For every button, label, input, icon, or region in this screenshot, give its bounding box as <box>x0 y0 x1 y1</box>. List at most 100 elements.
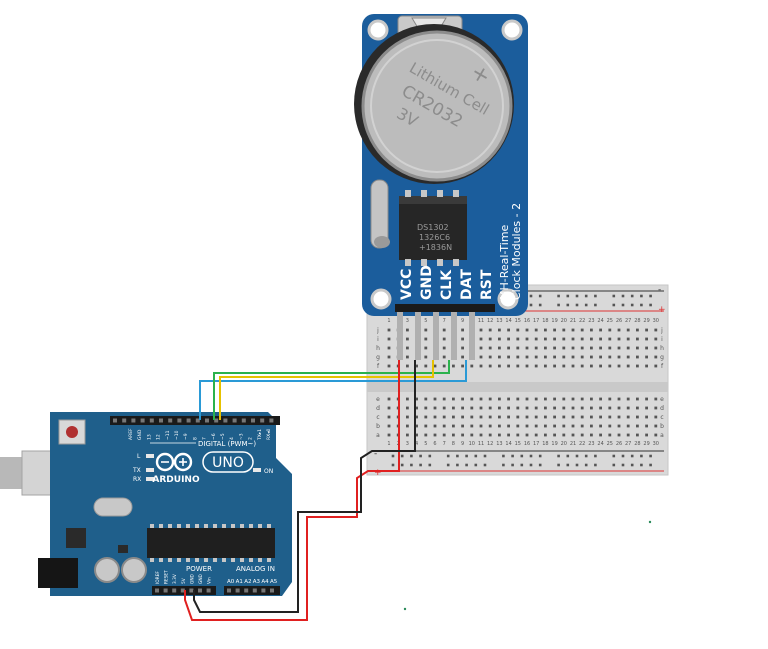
breadboard-row-label: j <box>660 327 663 334</box>
breadboard-column-label: 4 <box>415 441 418 447</box>
breadboard-column-label: 8 <box>452 441 455 447</box>
dip-chip-icon: DS1302 1326C6 +1836N <box>399 190 467 266</box>
digital-pin-label: 7 <box>202 437 208 440</box>
breadboard-column-label: 25 <box>607 318 613 324</box>
analog-pin-label: A1 <box>236 579 243 585</box>
breadboard-column-label: 19 <box>551 441 557 447</box>
chip-line3: +1836N <box>419 243 452 252</box>
breadboard-column-label: 1 <box>387 318 390 324</box>
breadboard-column-label: 24 <box>597 441 603 447</box>
breadboard-column-label: 26 <box>616 318 622 324</box>
breadboard-row-label: i <box>377 336 379 343</box>
breadboard-column-label: 9 <box>461 441 464 447</box>
breadboard-column-label: 5 <box>424 318 427 324</box>
digital-pin-label: ~6 <box>211 433 217 440</box>
breadboard-column-label: 3 <box>406 318 409 324</box>
breadboard-column-label: 23 <box>588 441 594 447</box>
breadboard-column-label: 29 <box>643 441 649 447</box>
breadboard-row-label: c <box>376 414 379 421</box>
rail-minus-label-bottom: - <box>374 449 377 459</box>
digital-pin-label: ~5 <box>220 433 226 440</box>
led-tx-label: TX <box>132 467 141 474</box>
breadboard-column-label: 3 <box>406 441 409 447</box>
digital-pin-label: RX◂0 <box>266 429 272 440</box>
breadboard-column-label: 27 <box>625 441 631 447</box>
breadboard-column-label: 28 <box>634 441 640 447</box>
power-pin-label: IOREF <box>155 571 161 584</box>
breadboard-column-label: 19 <box>551 318 557 324</box>
breadboard-column-label: 24 <box>597 318 603 324</box>
breadboard-row-label: e <box>376 396 380 403</box>
breadboard-column-label: 12 <box>487 441 493 447</box>
digital-pin-label: 13 <box>146 434 152 440</box>
power-pin-label: 3.3V <box>172 574 178 584</box>
breadboard-row-label: f <box>377 363 380 370</box>
breadboard-column-label: 15 <box>515 441 521 447</box>
breadboard-column-label: 16 <box>524 318 530 324</box>
breadboard-row-label: e <box>660 396 664 403</box>
header-pin-vcc <box>397 312 403 360</box>
breadboard-column-label: 11 <box>478 441 484 447</box>
power-pin-label: GND <box>198 573 204 584</box>
header-pin-clk <box>433 312 439 360</box>
power-pin-label: Vin <box>207 577 213 584</box>
rail-minus-label-top: - <box>658 285 661 295</box>
breadboard-column-label: 14 <box>505 441 511 447</box>
analog-pin-label: A5 <box>270 579 278 585</box>
breadboard-column-label: 30 <box>653 318 659 324</box>
pin-label-gnd: GND <box>419 265 435 300</box>
breadboard-column-label: 13 <box>496 441 502 447</box>
chip-line1: DS1302 <box>417 223 449 232</box>
breadboard-column-label: 14 <box>505 318 511 324</box>
breadboard-column-label: 1 <box>387 441 390 447</box>
pin-label-vcc: VCC <box>399 269 415 300</box>
digital-pin-label: ~3 <box>238 433 244 440</box>
rail-plus-label-bottom: + <box>374 468 382 478</box>
digital-pin-label: TX▸1 <box>257 429 263 441</box>
breadboard-row-label: g <box>376 354 380 361</box>
breadboard-row-label: b <box>660 423 664 430</box>
board-brand: ARDUINO <box>152 475 200 485</box>
wire-vcc-red <box>184 360 400 621</box>
power-pin-label: 5V <box>181 578 187 584</box>
breadboard-row-label: c <box>660 414 663 421</box>
breadboard-column-label: 11 <box>478 318 484 324</box>
analog-pin-label: A2 <box>244 579 251 585</box>
breadboard-column-label: 22 <box>579 318 585 324</box>
breadboard-column-label: 7 <box>443 441 446 447</box>
breadboard-row-label: b <box>376 423 380 430</box>
breadboard-column-label: 17 <box>533 318 539 324</box>
digital-pin-label: ~9 <box>183 433 189 440</box>
wire-gnd-black <box>193 360 416 613</box>
power-label: POWER <box>186 565 212 573</box>
breadboard-column-label: 10 <box>469 441 475 447</box>
breadboard-column-label: 15 <box>515 318 521 324</box>
breadboard-row-label: a <box>376 432 380 439</box>
chip-line2: 1326C6 <box>419 233 450 242</box>
digital-pin-label: 12 <box>156 434 162 440</box>
breadboard-column-label: 7 <box>443 318 446 324</box>
digital-pin-label: 8 <box>192 437 198 440</box>
breadboard-column-label: 13 <box>496 318 502 324</box>
breadboard-row-label: a <box>660 432 664 439</box>
breadboard-column-label: 6 <box>433 441 436 447</box>
analog-pin-label: A4 <box>261 579 269 585</box>
breadboard-column-label: 22 <box>579 441 585 447</box>
analog-pin-label: A3 <box>253 579 261 585</box>
breadboard-column-label: 20 <box>561 318 567 324</box>
led-on-label: ON <box>264 468 273 475</box>
breadboard-row-label: h <box>376 345 380 352</box>
infinity-logo-icon <box>155 452 193 472</box>
breadboard-row-label: g <box>660 354 664 361</box>
coin-cell-icon: + Lithium Cell CR2032 3V <box>361 30 513 182</box>
breadboard-column-label: 16 <box>524 441 530 447</box>
digital-pin-label: ~11 <box>165 430 171 440</box>
breadboard-column-label: 23 <box>588 318 594 324</box>
digital-label: DIGITAL (PWM~) <box>198 440 256 448</box>
breadboard-column-label: 25 <box>607 441 613 447</box>
digital-pin-label: AREF <box>128 428 134 440</box>
rail-plus-label-top: + <box>658 305 666 315</box>
